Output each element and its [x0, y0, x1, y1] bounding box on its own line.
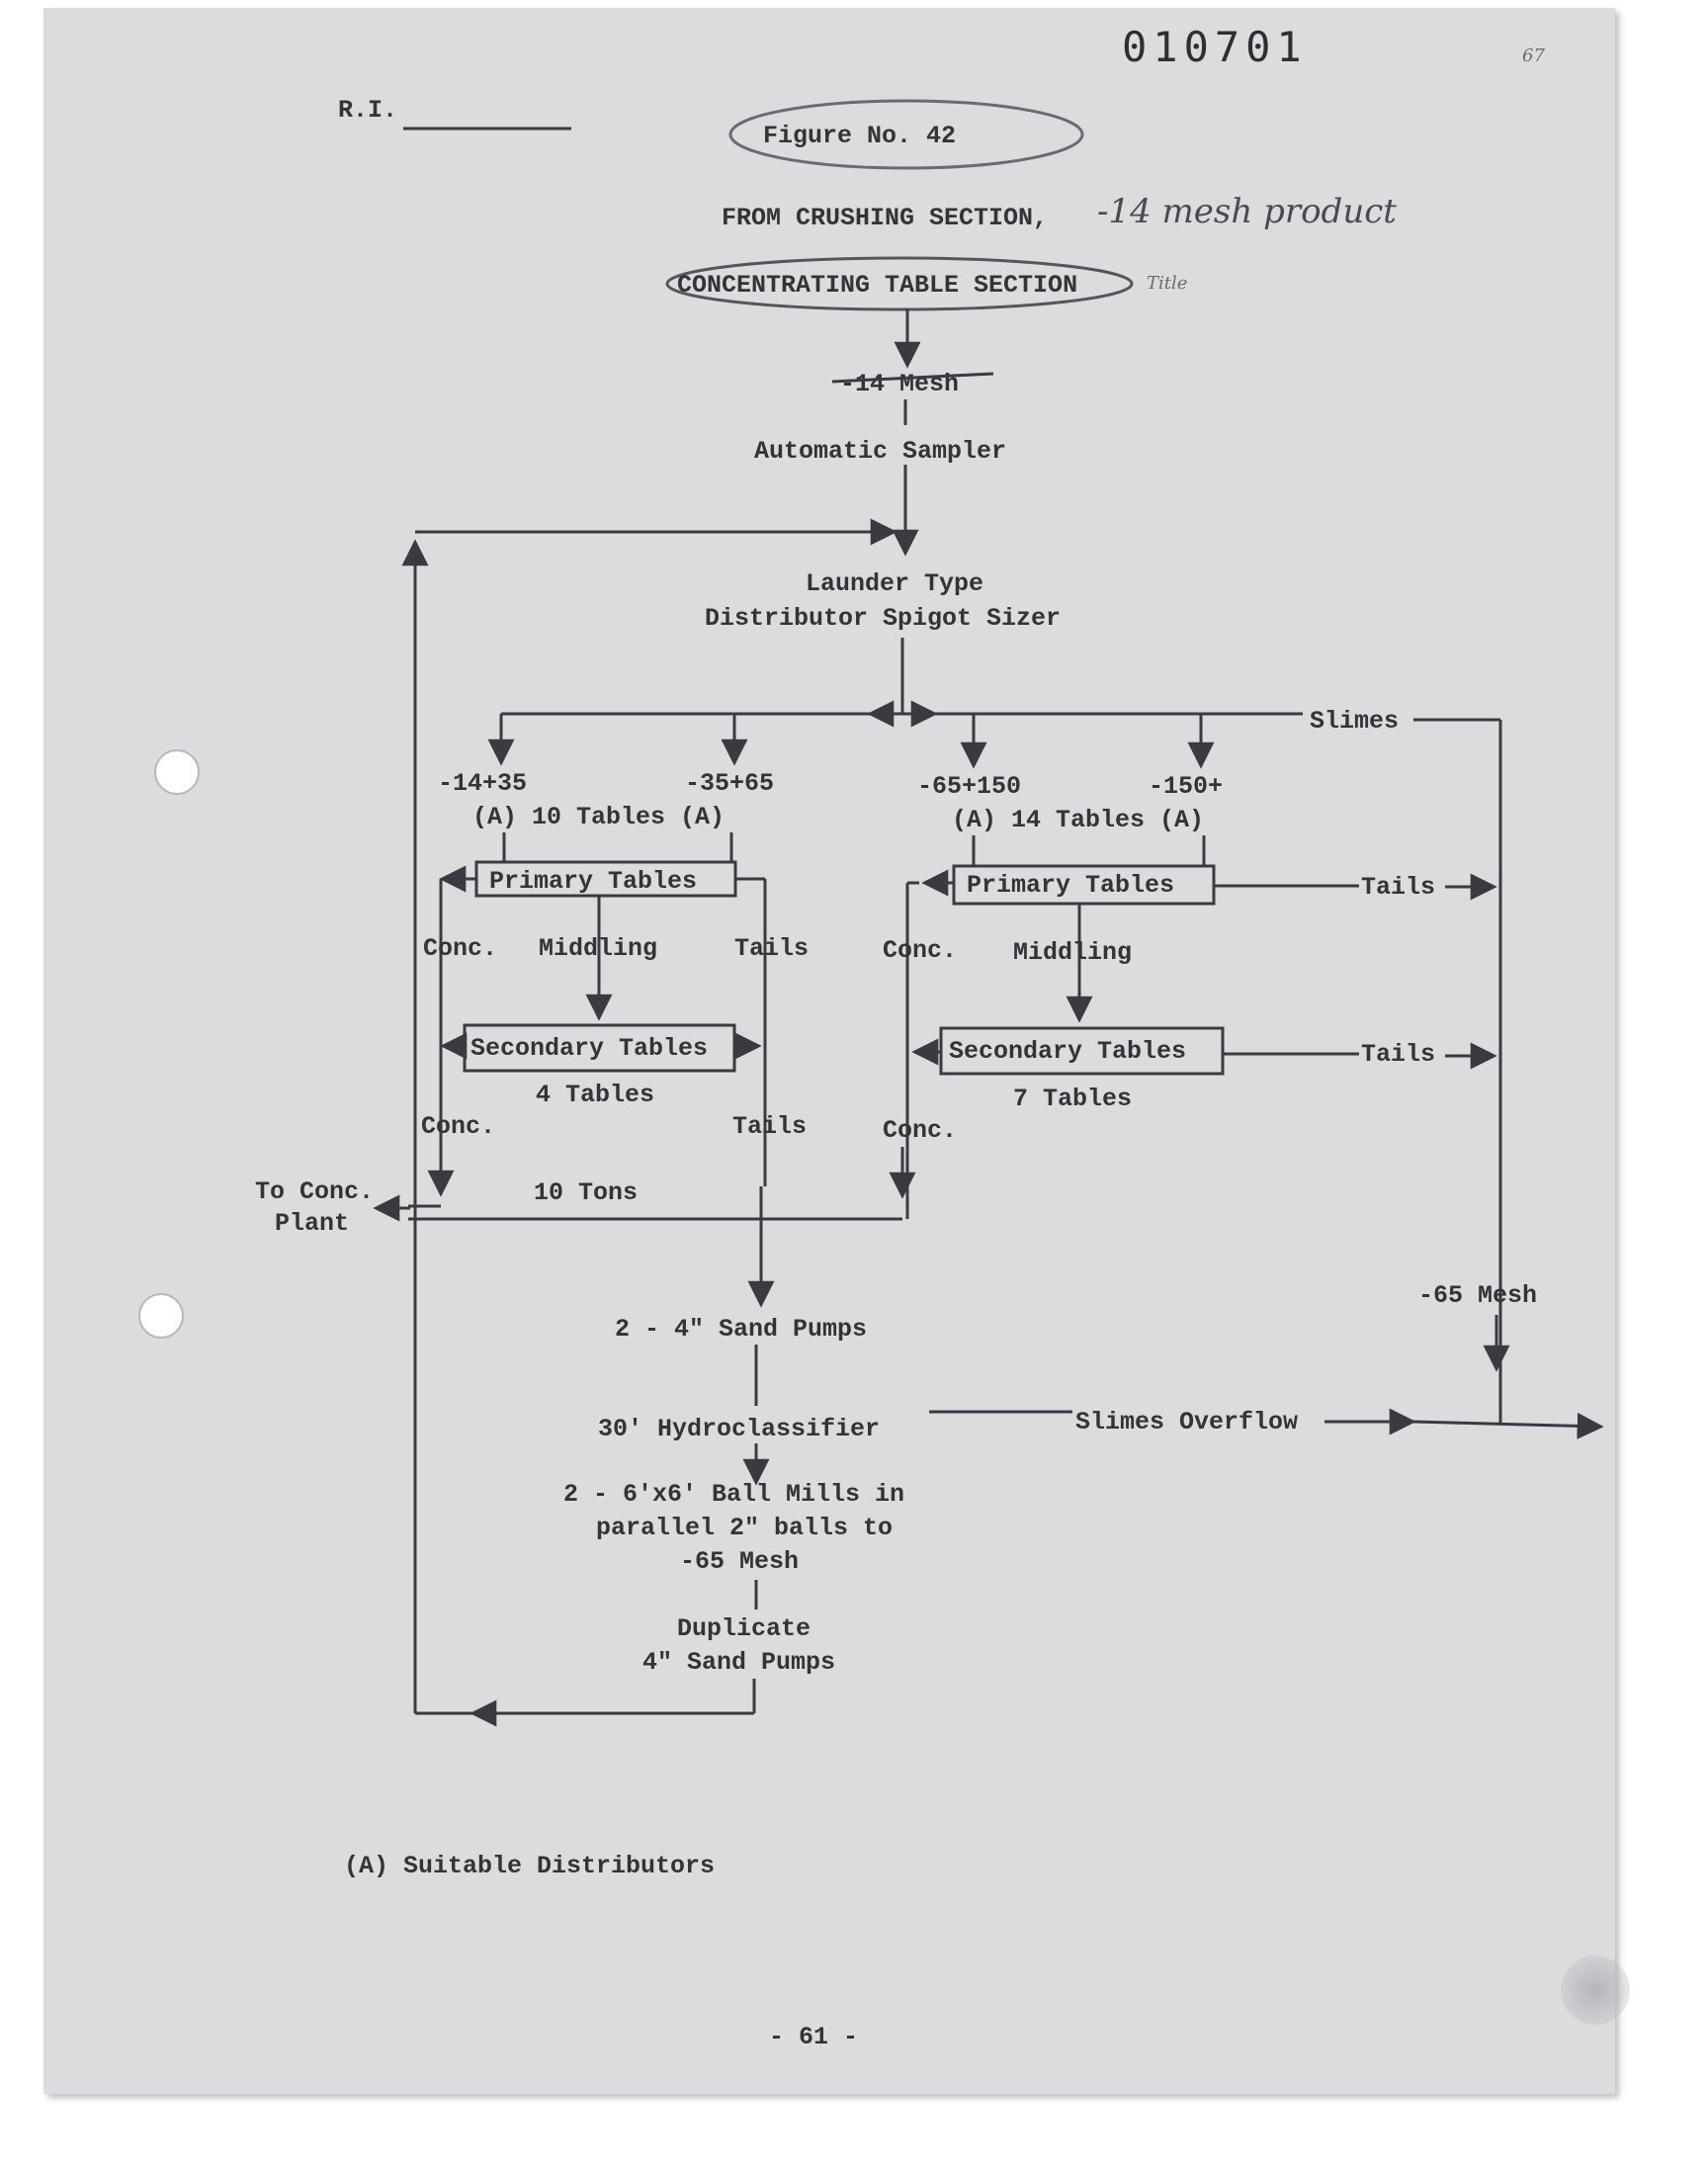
hydroclassifier-label: 30' Hydroclassifier: [598, 1415, 880, 1443]
left-tails-2-label: Tails: [732, 1112, 807, 1141]
punch-hole-top: [154, 749, 200, 795]
duplicate-sand-pumps-label: 4" Sand Pumps: [642, 1648, 835, 1677]
right-primary-tables-label: Primary Tables: [967, 871, 1174, 900]
right-secondary-tables-label: Secondary Tables: [949, 1037, 1186, 1066]
ball-mills-line-2: parallel 2" balls to: [596, 1514, 893, 1542]
right-tables-count: (A) 14 Tables (A): [952, 806, 1204, 834]
left-size-35-65: -35+65: [685, 769, 774, 798]
document-page: [43, 8, 1630, 2094]
left-size-14-35: -14+35: [438, 769, 527, 798]
left-conc-1-label: Conc.: [423, 934, 497, 963]
automatic-sampler-label: Automatic Sampler: [754, 437, 1006, 466]
slimes-label: Slimes: [1310, 707, 1399, 736]
right-size-150: -150+: [1149, 772, 1223, 801]
handwritten-product-note: -14 mesh product: [1097, 192, 1397, 231]
section-title-circle-mark: [665, 256, 1134, 311]
punch-hole-bottom: [138, 1293, 184, 1339]
minus-65-mesh-right-label: -65 Mesh: [1418, 1281, 1537, 1310]
left-tails-1-label: Tails: [734, 934, 809, 963]
left-conc-2-label: Conc.: [421, 1112, 495, 1141]
mesh-14-strikethrough: [831, 372, 994, 384]
left-secondary-count: 4 Tables: [536, 1081, 654, 1109]
right-middling-label: Middling: [1013, 938, 1132, 967]
left-primary-tables-label: Primary Tables: [489, 867, 697, 896]
page-smudge: [1561, 1956, 1630, 2025]
duplicate-label: Duplicate: [677, 1614, 811, 1643]
sand-pumps-label: 2 - 4" Sand Pumps: [615, 1315, 867, 1344]
slimes-overflow-label: Slimes Overflow: [1075, 1408, 1298, 1436]
section-title: CONCENTRATING TABLE SECTION: [677, 271, 1077, 300]
mesh-14-label: -14 Mesh: [840, 370, 959, 398]
slimes-discharge-arrow: [1412, 1412, 1604, 1439]
figure-circle-mark: [728, 99, 1084, 170]
figure-label: Figure No. 42: [763, 122, 956, 150]
right-conc-1-label: Conc.: [883, 936, 957, 965]
right-tails-1-label: Tails: [1361, 873, 1435, 902]
left-secondary-tables-label: Secondary Tables: [470, 1034, 708, 1063]
from-crushing-section: FROM CRUSHING SECTION,: [722, 204, 1048, 232]
left-tables-count: (A) 10 Tables (A): [472, 803, 725, 831]
to-conc-label: To Conc.: [255, 1177, 374, 1206]
launder-type-label: Launder Type: [806, 569, 983, 598]
plant-label: Plant: [275, 1209, 349, 1238]
right-conc-2-label: Conc.: [883, 1116, 957, 1145]
corner-page-mark: 67: [1522, 45, 1545, 66]
document-number-stamp: 010701: [1122, 23, 1308, 71]
right-tails-2-label: Tails: [1361, 1040, 1435, 1069]
footnote-suitable-distributors: (A) Suitable Distributors: [344, 1852, 715, 1880]
right-size-65-150: -65+150: [917, 772, 1021, 801]
right-secondary-count: 7 Tables: [1013, 1085, 1132, 1113]
left-middling-label: Middling: [539, 934, 657, 963]
distributor-spigot-sizer-label: Distributor Spigot Sizer: [705, 604, 1061, 633]
page-number: - 61 -: [769, 2023, 858, 2051]
handwritten-title-note: Title: [1147, 273, 1187, 294]
ball-mills-line-3: -65 Mesh: [680, 1547, 799, 1576]
ball-mills-line-1: 2 - 6'x6' Ball Mills in: [563, 1480, 904, 1509]
concentrate-tons-label: 10 Tons: [534, 1178, 638, 1207]
ri-label: R.I.: [338, 96, 397, 125]
